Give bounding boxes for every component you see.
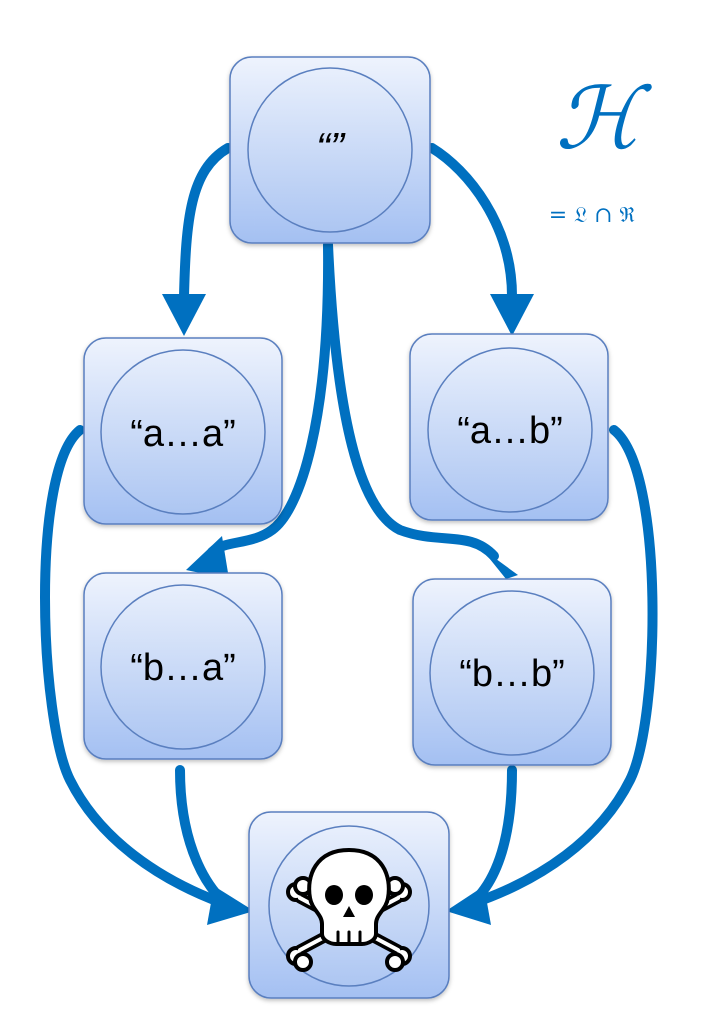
node-circle (247, 67, 413, 233)
edge-bb-to-sink (467, 765, 517, 908)
skull-crossbones-icon (286, 848, 412, 972)
arrowhead-aa (162, 294, 206, 336)
edges (40, 143, 658, 908)
state-node-dead[interactable] (248, 811, 450, 999)
node-label: “b…a” (130, 647, 236, 689)
hypothesis-symbol: ℋ (556, 69, 653, 169)
state-node-b-b[interactable]: “b…b” (412, 578, 612, 766)
node-label: “b…b” (459, 653, 565, 695)
edge-root-to-bb (323, 240, 499, 561)
arrowhead-sink-left (207, 886, 254, 925)
state-node-b-a[interactable]: “b…a” (83, 572, 283, 760)
node-circle (427, 347, 593, 513)
hypothesis-definition: = 𝔏 ∩ ℜ (549, 203, 636, 228)
node-circle (100, 584, 266, 750)
node-label: “” (316, 124, 346, 171)
arrowhead-ba (186, 536, 229, 579)
edge-root-to-ba (207, 240, 334, 557)
arrowhead-bb (481, 548, 518, 579)
edge-root-to-aa (179, 143, 233, 301)
edge-aa-to-sink (40, 425, 227, 908)
arrowhead-sink-right (446, 886, 491, 925)
edge-root-to-ab (427, 143, 517, 301)
state-node-a-a[interactable]: “a…a” (83, 337, 283, 525)
node-circle (100, 349, 266, 515)
arrowheads (162, 294, 534, 925)
state-node-empty[interactable]: “” (229, 56, 431, 244)
node-circle (429, 590, 595, 756)
node-label: “a…a” (130, 413, 236, 455)
node-label: “a…b” (457, 410, 563, 452)
state-node-a-b[interactable]: “a…b” (409, 333, 609, 521)
arrowhead-ab (490, 294, 534, 336)
edge-ab-to-sink (469, 425, 658, 908)
